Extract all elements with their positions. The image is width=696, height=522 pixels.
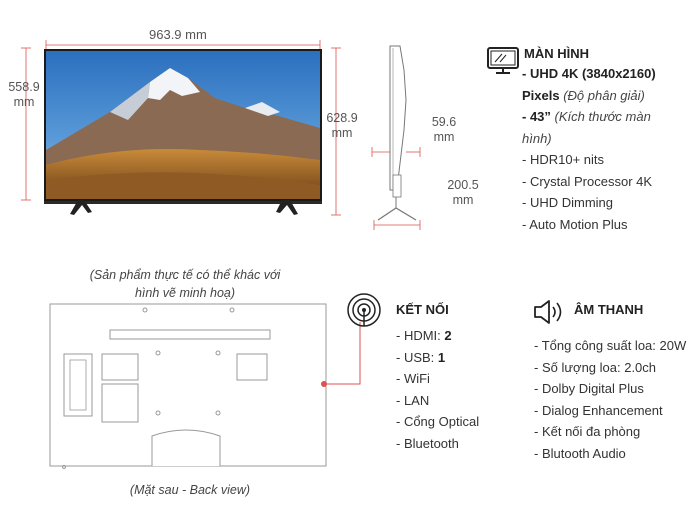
connect-spec-item: - Bluetooth (396, 435, 459, 451)
connect-spec-item: - WiFi (396, 371, 430, 386)
sound-spec-item: - Dolby Digital Plus (534, 381, 644, 396)
width-dimension: 963.9 mm (149, 27, 207, 42)
stand-depth-value: 200.5 (447, 178, 479, 192)
sound-spec-item: - Dialog Enhancement (534, 402, 663, 418)
sound-spec-list: - Tổng công suất loa: 20W - Số lượng loa… (534, 335, 686, 464)
screen-spec-item: - Crystal Processor 4K (522, 173, 653, 189)
tv-back-diagram (49, 303, 344, 469)
connect-spec-item: - LAN (396, 392, 430, 408)
right-foot (276, 200, 298, 215)
connect-section-title: KẾT NỐI (396, 302, 449, 317)
connector-line (324, 322, 361, 385)
resolution-note: (Độ phân giải) (563, 87, 645, 103)
sound-spec-item: - Số lượng loa: 2.0ch (534, 359, 657, 375)
usb-value: 1 (437, 349, 446, 365)
screen-spec-list: - UHD 4K (3840x2160) Pixels (Độ phân giả… (522, 63, 656, 235)
screen-size-note-cont: hình) (522, 130, 552, 146)
back-view-caption: (Mặt sau - Back view) (129, 483, 251, 497)
screen-size: - 43” (522, 109, 551, 124)
left-foot (70, 200, 92, 215)
stand-height-unit: mm (331, 126, 353, 140)
depth-value: 59.6 (431, 115, 457, 129)
screen-section-title: MÀN HÌNH (524, 46, 589, 61)
sound-spec-item: - Blutooth Audio (534, 445, 626, 461)
hdmi-value: 2 (444, 328, 452, 343)
connect-spec-list: - HDMI: 2 - USB: 1 - WiFi - LAN - Cổng O… (396, 325, 479, 454)
stand-height-dimension: 628.9 mm (322, 111, 362, 141)
tv-height-dimension: 558.9 mm (4, 80, 44, 110)
stand-depth-dimension: 200.5 mm (440, 178, 486, 208)
disclaimer: (Sản phẩm thực tế có thể khác với hình v… (60, 266, 310, 302)
tv-height-value: 558.9 (8, 80, 40, 94)
tv-side-diagram (371, 45, 421, 230)
speaker-icon (534, 300, 562, 324)
stand-height-value: 628.9 (326, 111, 358, 125)
tv-screen-landscape (46, 51, 320, 199)
screen-spec-item: - UHD Dimming (522, 195, 613, 210)
tv-front-diagram (21, 40, 341, 216)
sound-section-title: ÂM THANH (574, 302, 644, 317)
monitor-icon (487, 47, 519, 74)
pixels-label: Pixels (522, 87, 560, 103)
connect-spec-item: - Cổng Optical (396, 414, 480, 429)
resolution-line: - UHD 4K (3840x2160) (522, 66, 656, 81)
stand-depth-unit: mm (452, 193, 474, 207)
usb-label: - USB: (396, 349, 438, 365)
depth-dimension: 59.6 mm (426, 115, 462, 145)
disclaimer-line2: hình vẽ minh hoạ) (134, 286, 236, 300)
depth-unit: mm (433, 130, 455, 144)
screen-spec-item: - Auto Motion Plus (522, 216, 628, 232)
sound-spec-item: - Tổng công suất loa: 20W (534, 338, 687, 353)
tv-height-unit: mm (13, 95, 35, 109)
screen-spec-item: - HDR10+ nits (522, 152, 604, 167)
disclaimer-line1: (Sản phẩm thực tế có thể khác với (89, 268, 281, 282)
hdmi-label: - HDMI: (396, 328, 445, 343)
screen-size-note: (Kích thước màn (554, 109, 651, 124)
wireless-signal-icon (347, 293, 381, 327)
sound-spec-item: - Kết nối đa phòng (534, 424, 641, 439)
